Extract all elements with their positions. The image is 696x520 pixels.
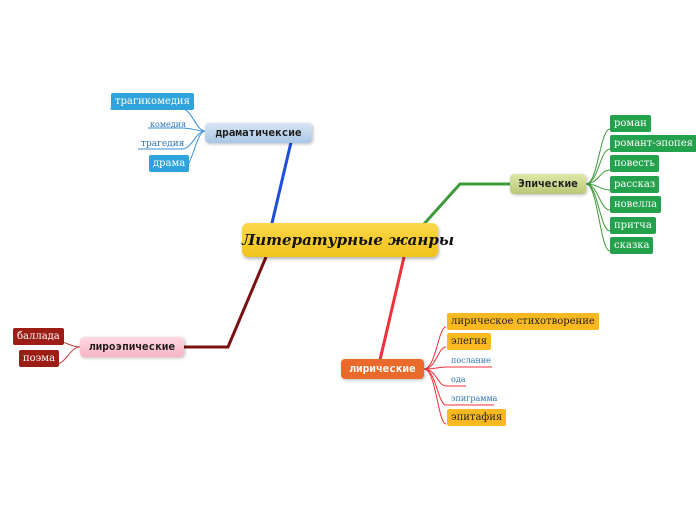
- leaf-lyric-epitaph[interactable]: эпитафия: [447, 409, 507, 426]
- connector-lyric: [378, 256, 406, 361]
- leaf-epic-novel[interactable]: роман: [610, 115, 651, 132]
- connector-epic: [422, 182, 512, 226]
- branch-lyroepic[interactable]: лироэпические: [80, 337, 184, 357]
- leaf-epic-fairy-tale[interactable]: сказка: [610, 237, 654, 254]
- leaf-lyric-elegy[interactable]: элегия: [447, 333, 492, 350]
- branch-dramatic[interactable]: драматичексие: [205, 123, 312, 143]
- leaf-lyroepic-ballad[interactable]: баллада: [13, 328, 64, 345]
- leaf-epic-novella[interactable]: повесть: [610, 155, 659, 172]
- leaf-lyric-epigram[interactable]: эпиграмма: [451, 394, 498, 403]
- leaf-lyric-epistle[interactable]: послание: [451, 356, 491, 365]
- branch-epic[interactable]: Эпические: [510, 174, 586, 194]
- leaf-lyric-lyrical-poem[interactable]: лирическое стихотворение: [447, 313, 599, 330]
- root-topic[interactable]: Литературные жанры: [242, 223, 454, 257]
- leaf-epic-story[interactable]: рассказ: [610, 176, 660, 193]
- leaf-dramatic-tragicomedy[interactable]: трагикомедия: [111, 93, 194, 110]
- connectors-epic-leaves: [585, 128, 611, 252]
- leaf-dramatic-tragedy[interactable]: трагедия: [141, 139, 185, 149]
- leaf-epic-short-novel[interactable]: новелла: [610, 196, 661, 213]
- connector-lyroepic: [180, 256, 268, 349]
- connectors-lyric-leaves: [423, 326, 494, 425]
- leaf-lyric-ode[interactable]: ода: [451, 375, 466, 384]
- leaf-epic-romantic-epic[interactable]: романт-эпопея: [610, 135, 696, 152]
- leaf-epic-parable[interactable]: притча: [610, 217, 656, 234]
- leaf-lyroepic-poem[interactable]: поэма: [19, 350, 60, 367]
- leaf-dramatic-comedy[interactable]: комедия: [150, 120, 187, 129]
- branch-lyric[interactable]: лирические: [341, 359, 424, 379]
- leaf-dramatic-drama[interactable]: драма: [149, 155, 190, 172]
